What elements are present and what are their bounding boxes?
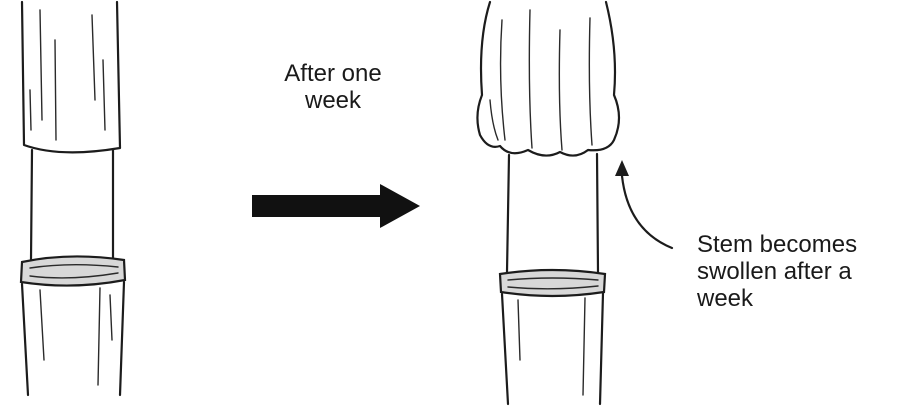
exposed-wood-before bbox=[31, 150, 113, 260]
lower-bark-after bbox=[502, 293, 603, 404]
lower-bark-before bbox=[22, 282, 124, 395]
cut-ring-before bbox=[21, 256, 125, 285]
time-label-line2: week bbox=[268, 87, 398, 114]
stem-before bbox=[21, 2, 125, 395]
swelling-note-line1: Stem becomes bbox=[697, 231, 857, 258]
pointer-arrow bbox=[615, 160, 672, 248]
swelling-note-line2: swollen after a bbox=[697, 258, 857, 285]
swelling-note-line3: week bbox=[697, 285, 857, 312]
upper-bark-before bbox=[22, 2, 120, 152]
time-label-line1: After one bbox=[268, 60, 398, 87]
process-arrow bbox=[252, 184, 420, 228]
cut-ring-after bbox=[500, 270, 605, 296]
time-label: After one week bbox=[268, 60, 398, 114]
exposed-wood-after bbox=[507, 154, 598, 272]
swollen-upper-bark bbox=[477, 2, 619, 156]
stem-after bbox=[477, 2, 619, 404]
swelling-note: Stem becomes swollen after a week bbox=[697, 231, 857, 312]
